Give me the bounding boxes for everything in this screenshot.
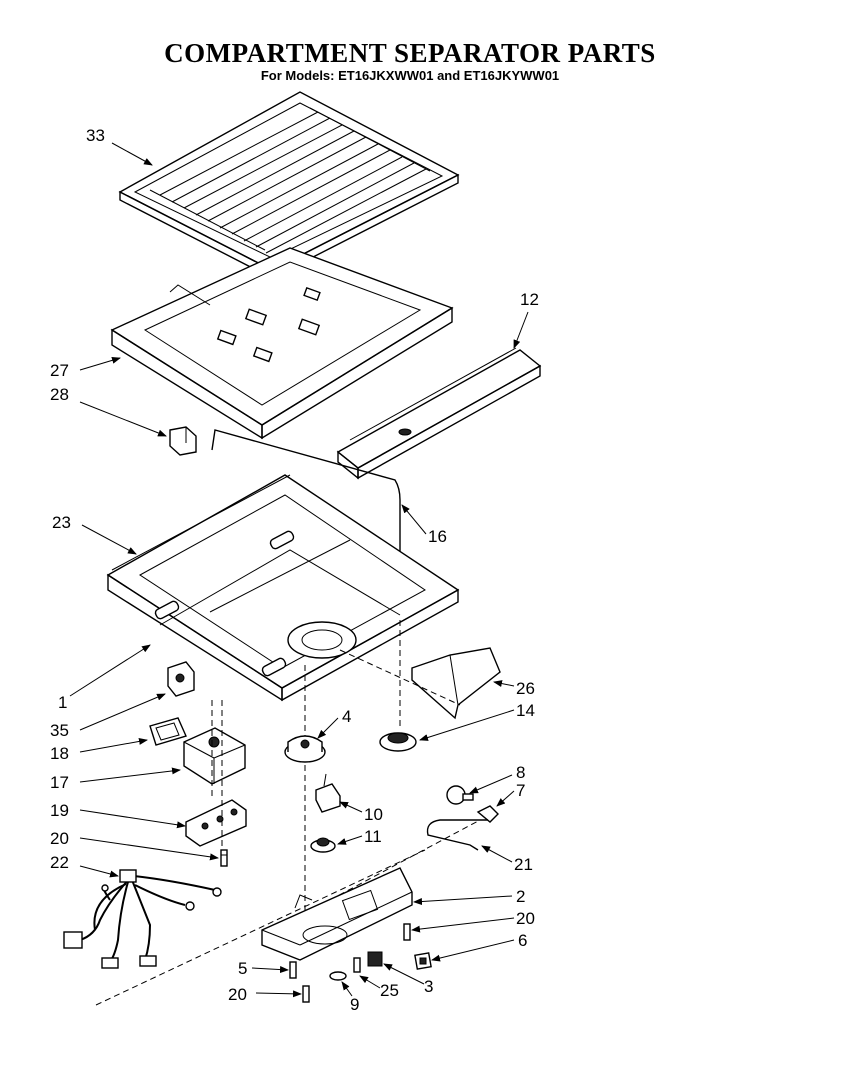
callout-14: 14 [516, 701, 535, 720]
part-11-knob [310, 837, 336, 853]
part-3-connector [367, 951, 383, 967]
part-14-grommet [379, 732, 417, 752]
callout-16: 16 [428, 527, 447, 546]
part-17-housing [183, 727, 246, 785]
callout-8: 8 [516, 763, 525, 782]
callout-12: 12 [520, 290, 539, 309]
callout-1: 1 [58, 693, 67, 712]
part-35-connector [167, 661, 195, 697]
callout-23: 23 [52, 513, 71, 532]
callout-4: 4 [342, 707, 351, 726]
callout-28: 28 [50, 385, 69, 404]
part-5-screw [289, 961, 297, 979]
callout-21: 21 [514, 855, 533, 874]
callout-35: 35 [50, 721, 69, 740]
callout-26: 26 [516, 679, 535, 698]
callout-labels: 33 12 27 28 23 16 1 26 35 14 4 18 17 8 7… [50, 126, 539, 1014]
callout-6: 6 [518, 931, 527, 950]
callout-20-bottom: 20 [228, 985, 247, 1004]
part-16-wire [211, 429, 401, 620]
part-21-wire-lead [426, 819, 488, 851]
diagram-title: COMPARTMENT SEPARATOR PARTS [164, 38, 656, 68]
part-28-pad [169, 426, 197, 456]
part-7-socket [476, 805, 499, 823]
part-27-separator-frame [110, 247, 454, 440]
callout-19: 19 [50, 801, 69, 820]
callout-7: 7 [516, 781, 525, 800]
part-4-knob [284, 735, 326, 763]
leader-lines [69, 142, 529, 998]
part-25-screw [353, 957, 361, 973]
callout-2: 2 [516, 887, 525, 906]
part-10-switch [315, 773, 341, 813]
callout-18: 18 [50, 744, 69, 763]
part-2-light-housing [261, 867, 413, 961]
diagram-subtitle: For Models: ET16JKXWW01 and ET16JKYWW01 [260, 68, 560, 83]
part-33-grille-cover [118, 91, 460, 280]
part-12-rail [336, 347, 542, 480]
part-23-separator-base [106, 474, 460, 702]
callout-27: 27 [50, 361, 69, 380]
callout-9: 9 [350, 995, 359, 1014]
callout-3: 3 [424, 977, 433, 996]
callout-22: 22 [50, 853, 69, 872]
part-20-screw-left [220, 849, 228, 867]
part-22-wire-harness [63, 869, 222, 969]
part-6-lamp-switch [414, 952, 432, 970]
callout-25: 25 [380, 981, 399, 1000]
part-9-washer [329, 971, 347, 981]
callout-5: 5 [238, 959, 247, 978]
callout-20-left: 20 [50, 829, 69, 848]
callout-17: 17 [50, 773, 69, 792]
callout-20-right: 20 [516, 909, 535, 928]
part-8-bulb [446, 785, 474, 805]
part-19-bracket [185, 799, 247, 847]
callout-33: 33 [86, 126, 105, 145]
part-26-insulation [411, 647, 501, 720]
callout-11: 11 [364, 827, 382, 846]
part-20-screw-right [403, 923, 411, 941]
part-20-screw-bottom [302, 985, 310, 1003]
part-18-bracket-cover [149, 717, 187, 746]
callout-10: 10 [364, 805, 383, 824]
